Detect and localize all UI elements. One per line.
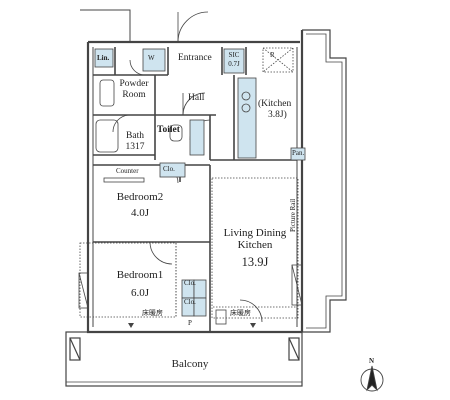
north-compass bbox=[360, 365, 384, 392]
ldk-label-1: Living Dining bbox=[223, 227, 287, 239]
balcony-label: Balcony bbox=[171, 358, 209, 370]
bedroom1-label: Bedroom1 bbox=[116, 269, 164, 281]
sic-label: SIC bbox=[228, 51, 240, 59]
bath-fixtures bbox=[95, 47, 294, 183]
counter-label: Counter bbox=[116, 167, 139, 175]
closet-label: Clo. bbox=[163, 165, 175, 173]
bedroom2-size-label: 4.0J bbox=[130, 207, 150, 219]
entrance-label: Entrance bbox=[178, 53, 212, 63]
ldk-size-label: 13.9J bbox=[241, 255, 269, 269]
bedroom1-size-label: 6.0J bbox=[130, 287, 150, 299]
windows bbox=[78, 264, 303, 325]
bath-label: Bath bbox=[126, 131, 144, 141]
floor-heating-label-2: 床暖房 bbox=[230, 309, 251, 317]
north-label: N bbox=[369, 357, 375, 365]
refrigerator-label: R bbox=[270, 51, 275, 59]
closet-b-label: Clo. bbox=[184, 298, 196, 306]
bedroom2-label: Bedroom2 bbox=[116, 191, 164, 203]
toilet-label: Toilet bbox=[157, 125, 180, 135]
picture-rail-label: Picture Rail bbox=[289, 198, 297, 232]
balcony-outline bbox=[65, 331, 303, 387]
arrow-markers bbox=[128, 323, 256, 328]
sic-size-label: 0.7J bbox=[228, 60, 240, 68]
powder-room-label-1: Powder bbox=[119, 79, 149, 89]
zone-outlines bbox=[79, 177, 299, 319]
kitchen-label: (Kitchen bbox=[258, 99, 292, 109]
pantry-label: Pan. bbox=[292, 149, 305, 157]
floor-heating-label-1: 床暖房 bbox=[142, 309, 163, 317]
linen-closet-label: Lin. bbox=[97, 54, 110, 62]
kitchen-size-label: 3.8J) bbox=[268, 110, 287, 120]
hall-label: Hall bbox=[188, 93, 205, 103]
interior-walls bbox=[93, 47, 297, 332]
powder-room-label-2: Room bbox=[122, 90, 146, 100]
ldk-label-2: Kitchen bbox=[237, 239, 273, 251]
p-label: P bbox=[188, 319, 192, 327]
bath-size-label: 1317 bbox=[125, 142, 145, 152]
washer-label: W bbox=[148, 54, 155, 62]
closet-a-label: Clo. bbox=[184, 279, 196, 287]
